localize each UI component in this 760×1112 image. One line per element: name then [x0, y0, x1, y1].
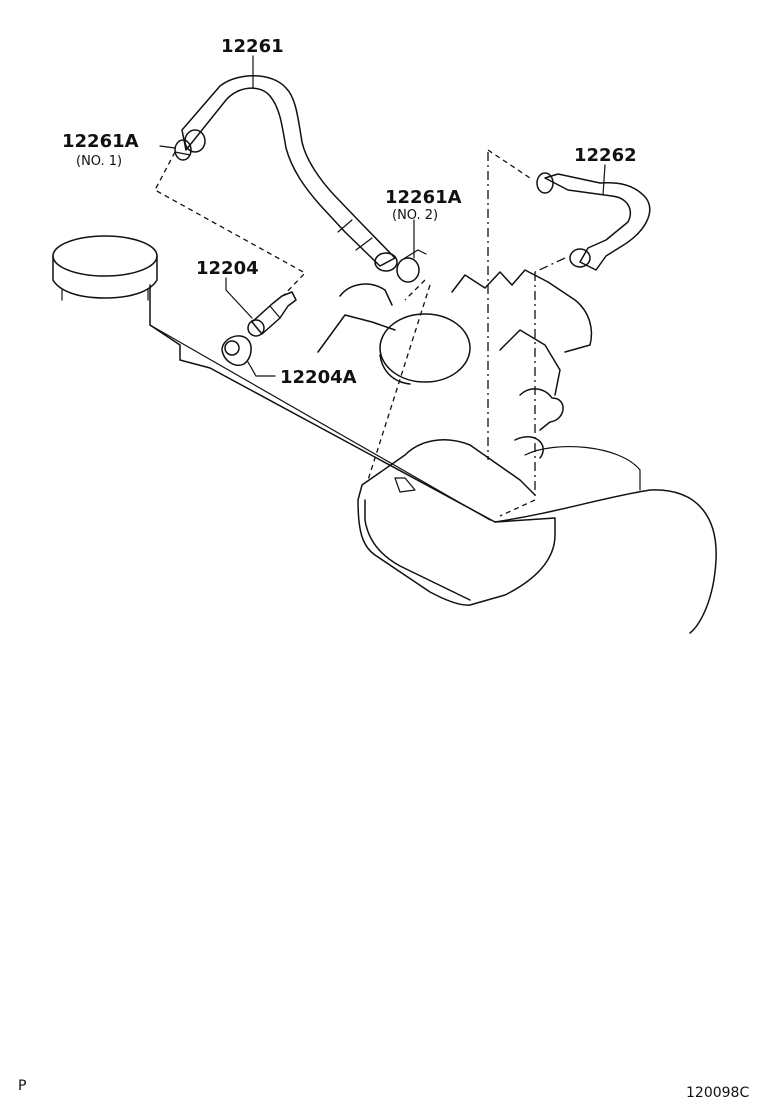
grommet-12204a [221, 335, 252, 366]
cylinder-head-cover [149, 284, 717, 634]
label-no1: (NO. 1) [76, 154, 122, 169]
label-leaders [225, 55, 606, 377]
hose-12262 [536, 172, 651, 271]
label-12204: 12204 [196, 258, 259, 279]
label-12262: 12262 [574, 145, 637, 166]
label-no2: (NO. 2) [392, 208, 438, 223]
oil-filler-cap [52, 235, 158, 301]
label-12261a-no2: 12261A [385, 187, 462, 208]
dashed-connection-lines [154, 149, 566, 517]
label-12204a: 12204A [280, 367, 357, 388]
clamp-no1 [159, 139, 192, 161]
label-12261a-no1: 12261A [62, 131, 139, 152]
footer-left-mark: P [18, 1078, 26, 1094]
figure-code: 120098C [686, 1085, 749, 1101]
label-12261: 12261 [221, 36, 284, 57]
intake-manifold [317, 269, 641, 491]
clamp-no2 [396, 249, 427, 283]
pcv-valve-12204 [247, 291, 297, 337]
ventilation-hose-12261 [181, 75, 398, 272]
